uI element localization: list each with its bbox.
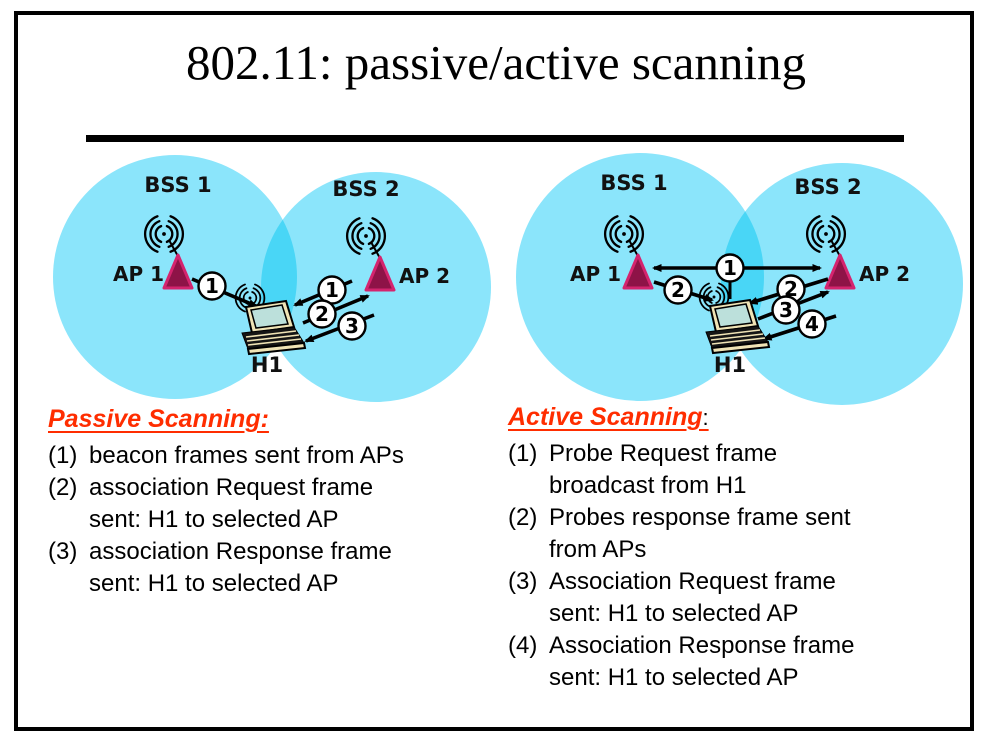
passive-heading: Passive Scanning: <box>48 405 269 433</box>
item-line: beacon frames sent from APs <box>89 442 404 469</box>
ap2-label: AP 2 <box>859 262 910 286</box>
item-line: sent: H1 to selected AP <box>89 570 339 597</box>
list-item: (4) Association Response frame sent: H1 … <box>508 630 974 694</box>
svg-text:4: 4 <box>805 312 819 336</box>
svg-text:2: 2 <box>784 277 798 301</box>
host-label: H1 <box>714 353 746 377</box>
passive-diagram: BSS 1 BSS 2 AP 1 AP 2 H1 1 1 2 <box>53 155 491 402</box>
bss1-label: BSS 1 <box>600 171 667 195</box>
bss2-label: BSS 2 <box>332 177 399 201</box>
step-badge: 1 <box>197 271 227 301</box>
ap1-label: AP 1 <box>570 262 621 286</box>
list-item: (1) beacon frames sent from APs <box>48 440 480 472</box>
list-item: (2) Probes response frame sent from APs <box>508 502 974 566</box>
item-line: from APs <box>549 536 647 563</box>
passive-scanning-block: Passive Scanning: (1) beacon frames sent… <box>48 405 480 600</box>
item-number: (2) <box>508 504 538 531</box>
svg-text:1: 1 <box>723 256 737 280</box>
svg-text:3: 3 <box>779 298 793 322</box>
step-badge: 3 <box>337 311 367 341</box>
item-number: (2) <box>48 474 78 501</box>
svg-text:3: 3 <box>345 314 359 338</box>
item-line: broadcast from H1 <box>549 472 747 499</box>
ap1-label: AP 1 <box>113 262 164 286</box>
svg-text:1: 1 <box>205 274 219 298</box>
item-line: sent: H1 to selected AP <box>549 664 799 691</box>
item-number: (1) <box>48 442 78 469</box>
item-number: (3) <box>48 538 78 565</box>
list-item: (3) association Response frame sent: H1 … <box>48 536 480 600</box>
item-number: (1) <box>508 440 538 467</box>
item-line: Association Request frame <box>549 568 836 595</box>
item-line: Probe Request frame <box>549 440 778 467</box>
list-item: (1) Probe Request frame broadcast from H… <box>508 438 974 502</box>
title-rule <box>86 135 904 142</box>
list-item: (2) association Request frame sent: H1 t… <box>48 472 480 536</box>
item-line: sent: H1 to selected AP <box>89 506 339 533</box>
item-line: association Request frame <box>89 474 374 501</box>
svg-text:1: 1 <box>325 278 339 302</box>
bss1-label: BSS 1 <box>144 173 211 197</box>
item-line: association Response frame <box>89 538 392 565</box>
item-number: (4) <box>508 632 538 659</box>
passive-steps-list: (1) beacon frames sent from APs (2) asso… <box>48 440 480 600</box>
active-heading-colon: : <box>702 405 709 430</box>
step-badge: 4 <box>797 309 827 339</box>
active-steps-list: (1) Probe Request frame broadcast from H… <box>508 438 974 694</box>
item-line: sent: H1 to selected AP <box>549 600 799 627</box>
active-heading: Active Scanning: <box>508 403 974 432</box>
list-item: (3) Association Request frame sent: H1 t… <box>508 566 974 630</box>
page-title: 802.11: passive/active scanning <box>185 35 807 90</box>
item-number: (3) <box>508 568 538 595</box>
step-badge: 2 <box>307 299 337 329</box>
active-scanning-block: Active Scanning: (1) Probe Request frame… <box>508 403 974 694</box>
step-badge: 2 <box>663 275 693 305</box>
active-diagram: BSS 1 BSS 2 AP 1 AP 2 H1 1 2 2 <box>516 153 963 405</box>
host-label: H1 <box>251 353 283 377</box>
svg-text:2: 2 <box>315 302 329 326</box>
svg-text:2: 2 <box>671 278 685 302</box>
step-badge: 3 <box>771 295 801 325</box>
item-line: Probes response frame sent <box>549 504 851 531</box>
bss2-label: BSS 2 <box>794 175 861 199</box>
ap2-label: AP 2 <box>399 264 450 288</box>
active-heading-text: Active Scanning <box>508 403 703 431</box>
item-line: Association Response frame <box>549 632 855 659</box>
step-badge: 1 <box>715 253 745 283</box>
